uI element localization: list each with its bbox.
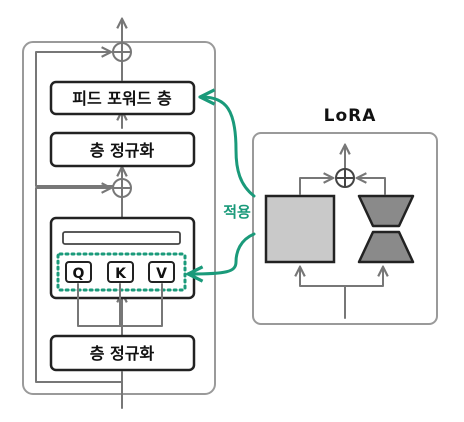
layer-norm-bottom-label: 층 정규화 [90, 344, 155, 363]
low-rank-adapter [357, 194, 415, 264]
qkv-input-lines [77, 283, 163, 327]
k-box: K [107, 261, 134, 283]
qkv-highlight [56, 252, 187, 292]
layer-norm-top-block: 층 정규화 [49, 131, 196, 168]
plus-circle-icon [335, 168, 355, 188]
pretrained-weight-matrix [264, 194, 336, 264]
plus-circle-icon [112, 42, 132, 62]
plus-circle-icon [112, 178, 132, 198]
lora-title: LoRA [324, 106, 377, 126]
v-box: V [148, 261, 175, 283]
transformer-frame [22, 41, 216, 395]
q-box: Q [65, 261, 92, 283]
feed-forward-block: 피드 포워드 층 [49, 80, 196, 116]
residual-connections [35, 52, 123, 383]
k-label: K [115, 266, 127, 282]
v-label: V [156, 266, 167, 282]
layer-norm-bottom-block: 층 정규화 [49, 334, 196, 372]
feed-forward-label: 피드 포워드 층 [72, 89, 172, 108]
lora-flow [300, 146, 385, 319]
q-label: Q [73, 266, 85, 282]
attention-output-bar [62, 231, 181, 245]
attention-block: Q K V [49, 216, 196, 300]
apply-label: 적용 [223, 203, 251, 221]
layer-norm-top-label: 층 정규화 [90, 141, 155, 160]
apply-arrows [190, 97, 256, 274]
